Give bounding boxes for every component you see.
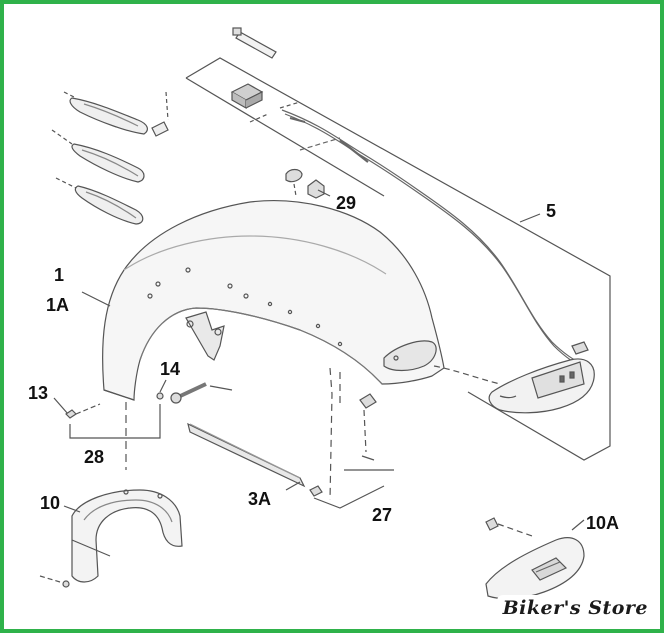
- connector-leader: [249, 113, 269, 123]
- fender-emblem-middle: [51, 129, 145, 183]
- leader-14: [159, 379, 167, 393]
- leader-3a: [285, 481, 301, 491]
- screw-14-part: [156, 392, 164, 400]
- callout-28: 28: [84, 447, 105, 467]
- screw-13-part: [65, 403, 101, 419]
- fender-emblem-lower: [55, 177, 144, 225]
- callout-3a: 3A: [248, 489, 272, 509]
- watermark-text: Biker's Store: [502, 597, 648, 619]
- connector-part: [230, 83, 264, 110]
- callout-1a: 1A: [46, 295, 70, 315]
- leader-1: [81, 291, 111, 307]
- bracket-28: [69, 404, 161, 439]
- fender-skirt-10a-part: [485, 517, 585, 600]
- leader-10: [63, 505, 81, 513]
- taillight-leader: [433, 365, 501, 385]
- fender-nut-part: [285, 168, 325, 199]
- harness-panel-edge: [185, 77, 385, 197]
- wiring-harness-part: [281, 109, 591, 373]
- callout-1: 1: [54, 265, 65, 285]
- watermark-logo: Biker's Store: [496, 595, 654, 621]
- harness-panel-outline: [185, 57, 611, 461]
- hardware-27-part: [309, 367, 394, 501]
- callout-10: 10: [40, 493, 61, 513]
- leader-5: [519, 213, 541, 223]
- fender-skirt-10-part: [39, 489, 183, 588]
- leader-29: [317, 189, 331, 197]
- callout-27: 27: [372, 505, 393, 525]
- callout-5: 5: [546, 201, 557, 221]
- fender-emblem-upper: [63, 91, 169, 137]
- callout-10a: 10A: [586, 513, 620, 533]
- taillight-assembly-part: [488, 341, 595, 414]
- connector-leader-2: [279, 101, 301, 109]
- bolt-part: [170, 382, 233, 404]
- leader-13: [53, 397, 69, 415]
- callout-13: 13: [28, 383, 49, 403]
- callout-14: 14: [160, 359, 181, 379]
- callout-29: 29: [336, 193, 357, 213]
- bracket-27: [313, 485, 385, 509]
- rear-fender-part: [102, 200, 445, 401]
- cable-tie-part: [232, 27, 277, 59]
- fender-strut-part: [187, 422, 306, 488]
